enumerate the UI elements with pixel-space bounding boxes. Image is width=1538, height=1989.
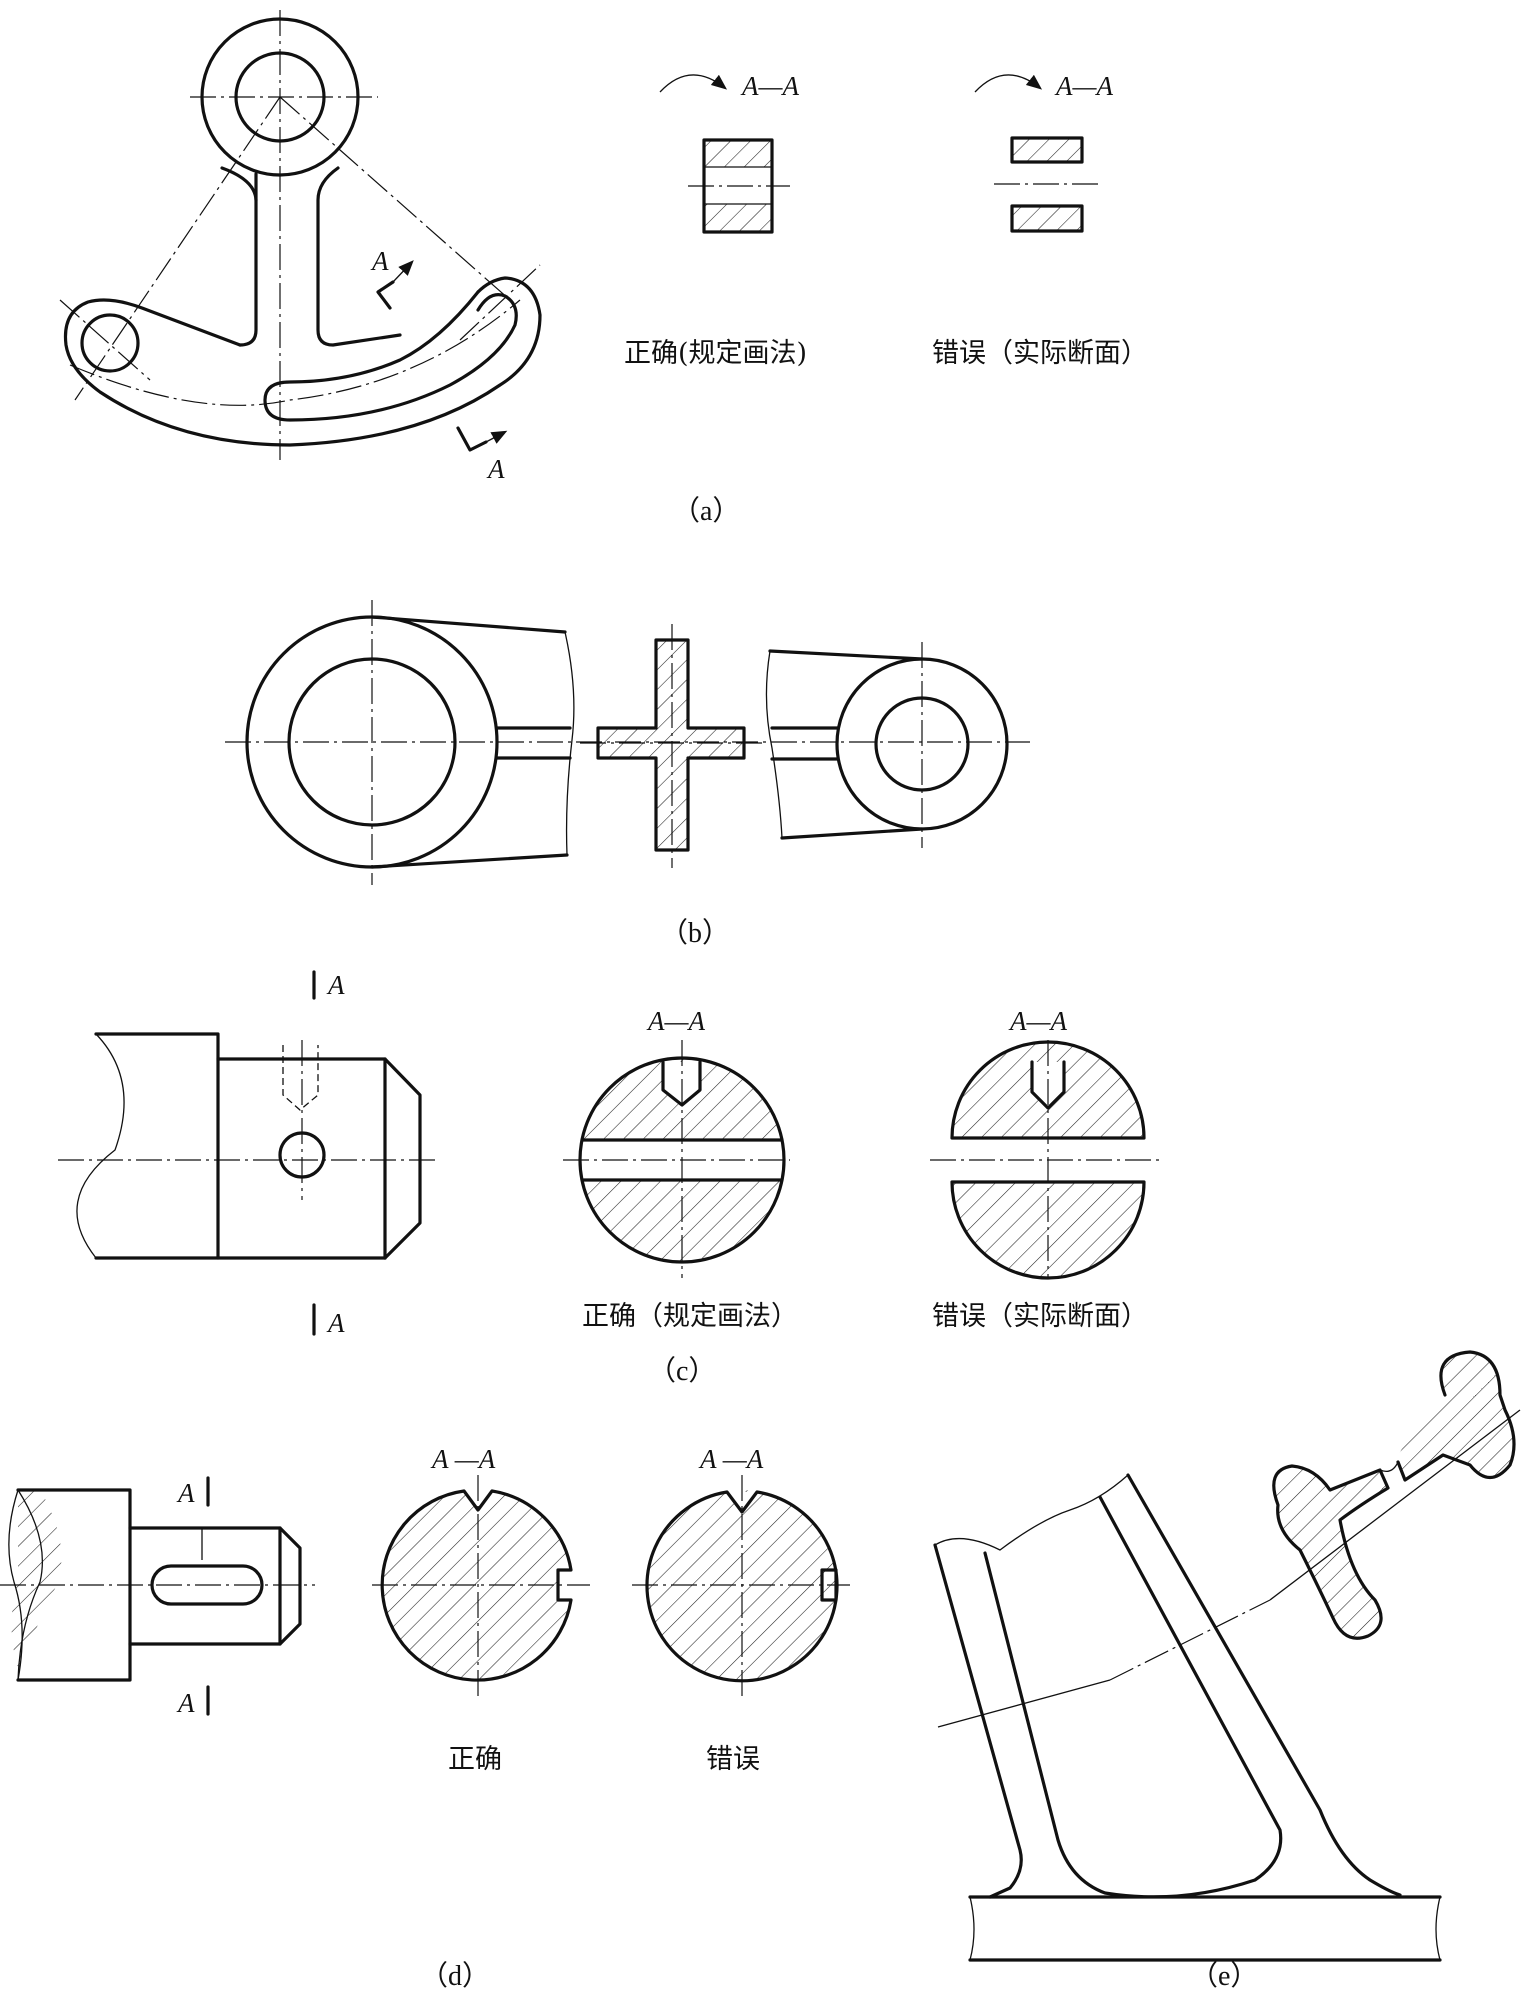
panel-c: A A A—A 正确（规定画法） A—A 错 <box>58 970 1160 1387</box>
caption-d: （d） <box>420 1960 490 1989</box>
cut-label-bottom: A <box>486 454 505 484</box>
view-arrow-icon <box>974 74 1043 93</box>
removed-t-section <box>1272 1350 1516 1640</box>
cut-label-bottom: A <box>326 1308 345 1338</box>
arc-centerline <box>69 299 521 406</box>
shaft-shoulder <box>94 1032 220 1260</box>
arm-top-edge-left <box>370 615 567 634</box>
section-outline <box>645 1490 839 1683</box>
panel-d: A A A —A 正确 A —A 错误 （d） <box>0 1444 850 1989</box>
break-hatch-left <box>11 1490 62 1668</box>
lever-part-drawing: A A <box>59 10 542 484</box>
view-title: A—A <box>1054 71 1114 101</box>
section-break-gap <box>1379 1461 1399 1473</box>
correct-label: 正确 <box>448 1744 502 1775</box>
base-break-right <box>1435 1896 1441 1961</box>
cross-rib-section-fill <box>598 640 744 850</box>
break-line-d2 <box>8 1489 23 1681</box>
caption-b: （b） <box>660 917 730 949</box>
wrong-label: 错误 <box>706 1744 760 1775</box>
caption-e: （e） <box>1190 1960 1258 1989</box>
shaft-break-line <box>76 1033 125 1259</box>
rib-inner-contour <box>983 1495 1283 1899</box>
cut-mark-bottom <box>456 426 488 452</box>
upper-half-outline <box>950 1040 1146 1140</box>
view-title: A—A <box>1008 1006 1068 1036</box>
panel-b: （b） <box>225 600 1030 949</box>
section-outline <box>380 1489 573 1682</box>
panel-a: A A A—A 正确(规定画法) A—A 错误（实际断面） <box>59 10 1148 527</box>
t-section-right-outline <box>1396 1350 1516 1482</box>
break-line-d <box>17 1489 43 1681</box>
view-title: A —A <box>698 1444 764 1474</box>
keyway-slot <box>150 1564 264 1606</box>
left-boss-hole <box>80 313 140 373</box>
shaft-step-d <box>128 1526 302 1646</box>
section-view-wrong-c: A—A 错误（实际断面） <box>930 1006 1160 1332</box>
arm-top-edge-right <box>768 649 924 661</box>
lower-half-outline <box>950 1180 1146 1280</box>
base-break-left <box>969 1896 975 1961</box>
hidden-hole-outline <box>282 1045 319 1111</box>
break-line-left <box>564 631 575 856</box>
top-break-line <box>934 1474 1129 1551</box>
cut-arrow-bottom <box>485 430 508 444</box>
view-title: A —A <box>430 1444 496 1474</box>
t-section-left-fill <box>1273 1466 1388 1639</box>
cut-label-bottom: A <box>176 1688 195 1718</box>
hatched-lower-section <box>704 204 772 232</box>
section-view-correct-c: A—A 正确（规定画法） <box>563 1006 798 1332</box>
rib-outer-right <box>1126 1473 1402 1897</box>
panel-e: （e） <box>933 1350 1521 1989</box>
inclined-rib-bracket <box>933 1409 1521 1962</box>
correct-label: 正确(规定画法) <box>624 338 807 369</box>
hatched-upper-section <box>704 140 772 167</box>
arm-outer-contour <box>63 276 542 447</box>
arc-slot-contour <box>263 290 518 422</box>
v-notch-cutout <box>727 1492 757 1512</box>
break-line-right <box>765 650 783 839</box>
cut-trace-centerline <box>1109 1599 1271 1681</box>
caption-a: （a） <box>672 495 740 527</box>
shaft-with-keyway-view: A A <box>0 1476 315 1718</box>
right-arm-centerline <box>279 96 511 301</box>
cut-label-top: A <box>176 1478 195 1508</box>
rib-outer-left <box>933 1543 1023 1899</box>
section-view-wrong-d: A —A 错误 <box>632 1444 850 1775</box>
stem-left-edge <box>238 172 258 347</box>
t-section-right-fill <box>1395 1352 1514 1480</box>
section-view-correct-d: A —A 正确 <box>372 1444 590 1775</box>
hatched-lower-section <box>1012 206 1082 231</box>
drill-point-outline <box>1030 1060 1066 1110</box>
arm-bottom-edge-left <box>370 853 569 869</box>
hatched-upper-section <box>1012 138 1082 162</box>
section-view-correct-a: A—A 正确(规定画法) <box>624 71 807 369</box>
cut-arrow-top <box>392 260 414 283</box>
cut-label-top: A <box>370 246 389 276</box>
shaft-step-outline <box>216 1057 422 1260</box>
stem-right-edge <box>316 166 402 347</box>
cross-rib-section-outline <box>596 638 746 852</box>
view-title: A—A <box>740 71 800 101</box>
section-view-wrong-a: A—A 错误（实际断面） <box>932 71 1148 369</box>
cut-trace-line <box>937 1679 1111 1728</box>
boss-centerline <box>59 299 151 381</box>
view-arrow-icon <box>659 74 728 93</box>
view-title: A—A <box>646 1006 706 1036</box>
arm-bottom-edge-right <box>780 827 924 840</box>
upper-section-outline <box>1010 136 1084 164</box>
lower-section-outline <box>1010 204 1084 233</box>
wrong-label: 错误（实际断面） <box>932 1301 1148 1332</box>
slot-end-centerline <box>459 264 541 341</box>
caption-c: （c） <box>648 1355 716 1387</box>
shaft-with-hole-view: A A <box>58 970 440 1338</box>
cut-label-top: A <box>326 970 345 1000</box>
left-arm-centerline <box>74 96 281 401</box>
cut-mark-top <box>376 280 395 310</box>
t-section-left-outline <box>1272 1464 1390 1640</box>
correct-label: 正确（规定画法） <box>582 1301 798 1332</box>
hub-fillet-left <box>220 166 258 202</box>
wrong-label: 错误（实际断面） <box>932 338 1148 369</box>
